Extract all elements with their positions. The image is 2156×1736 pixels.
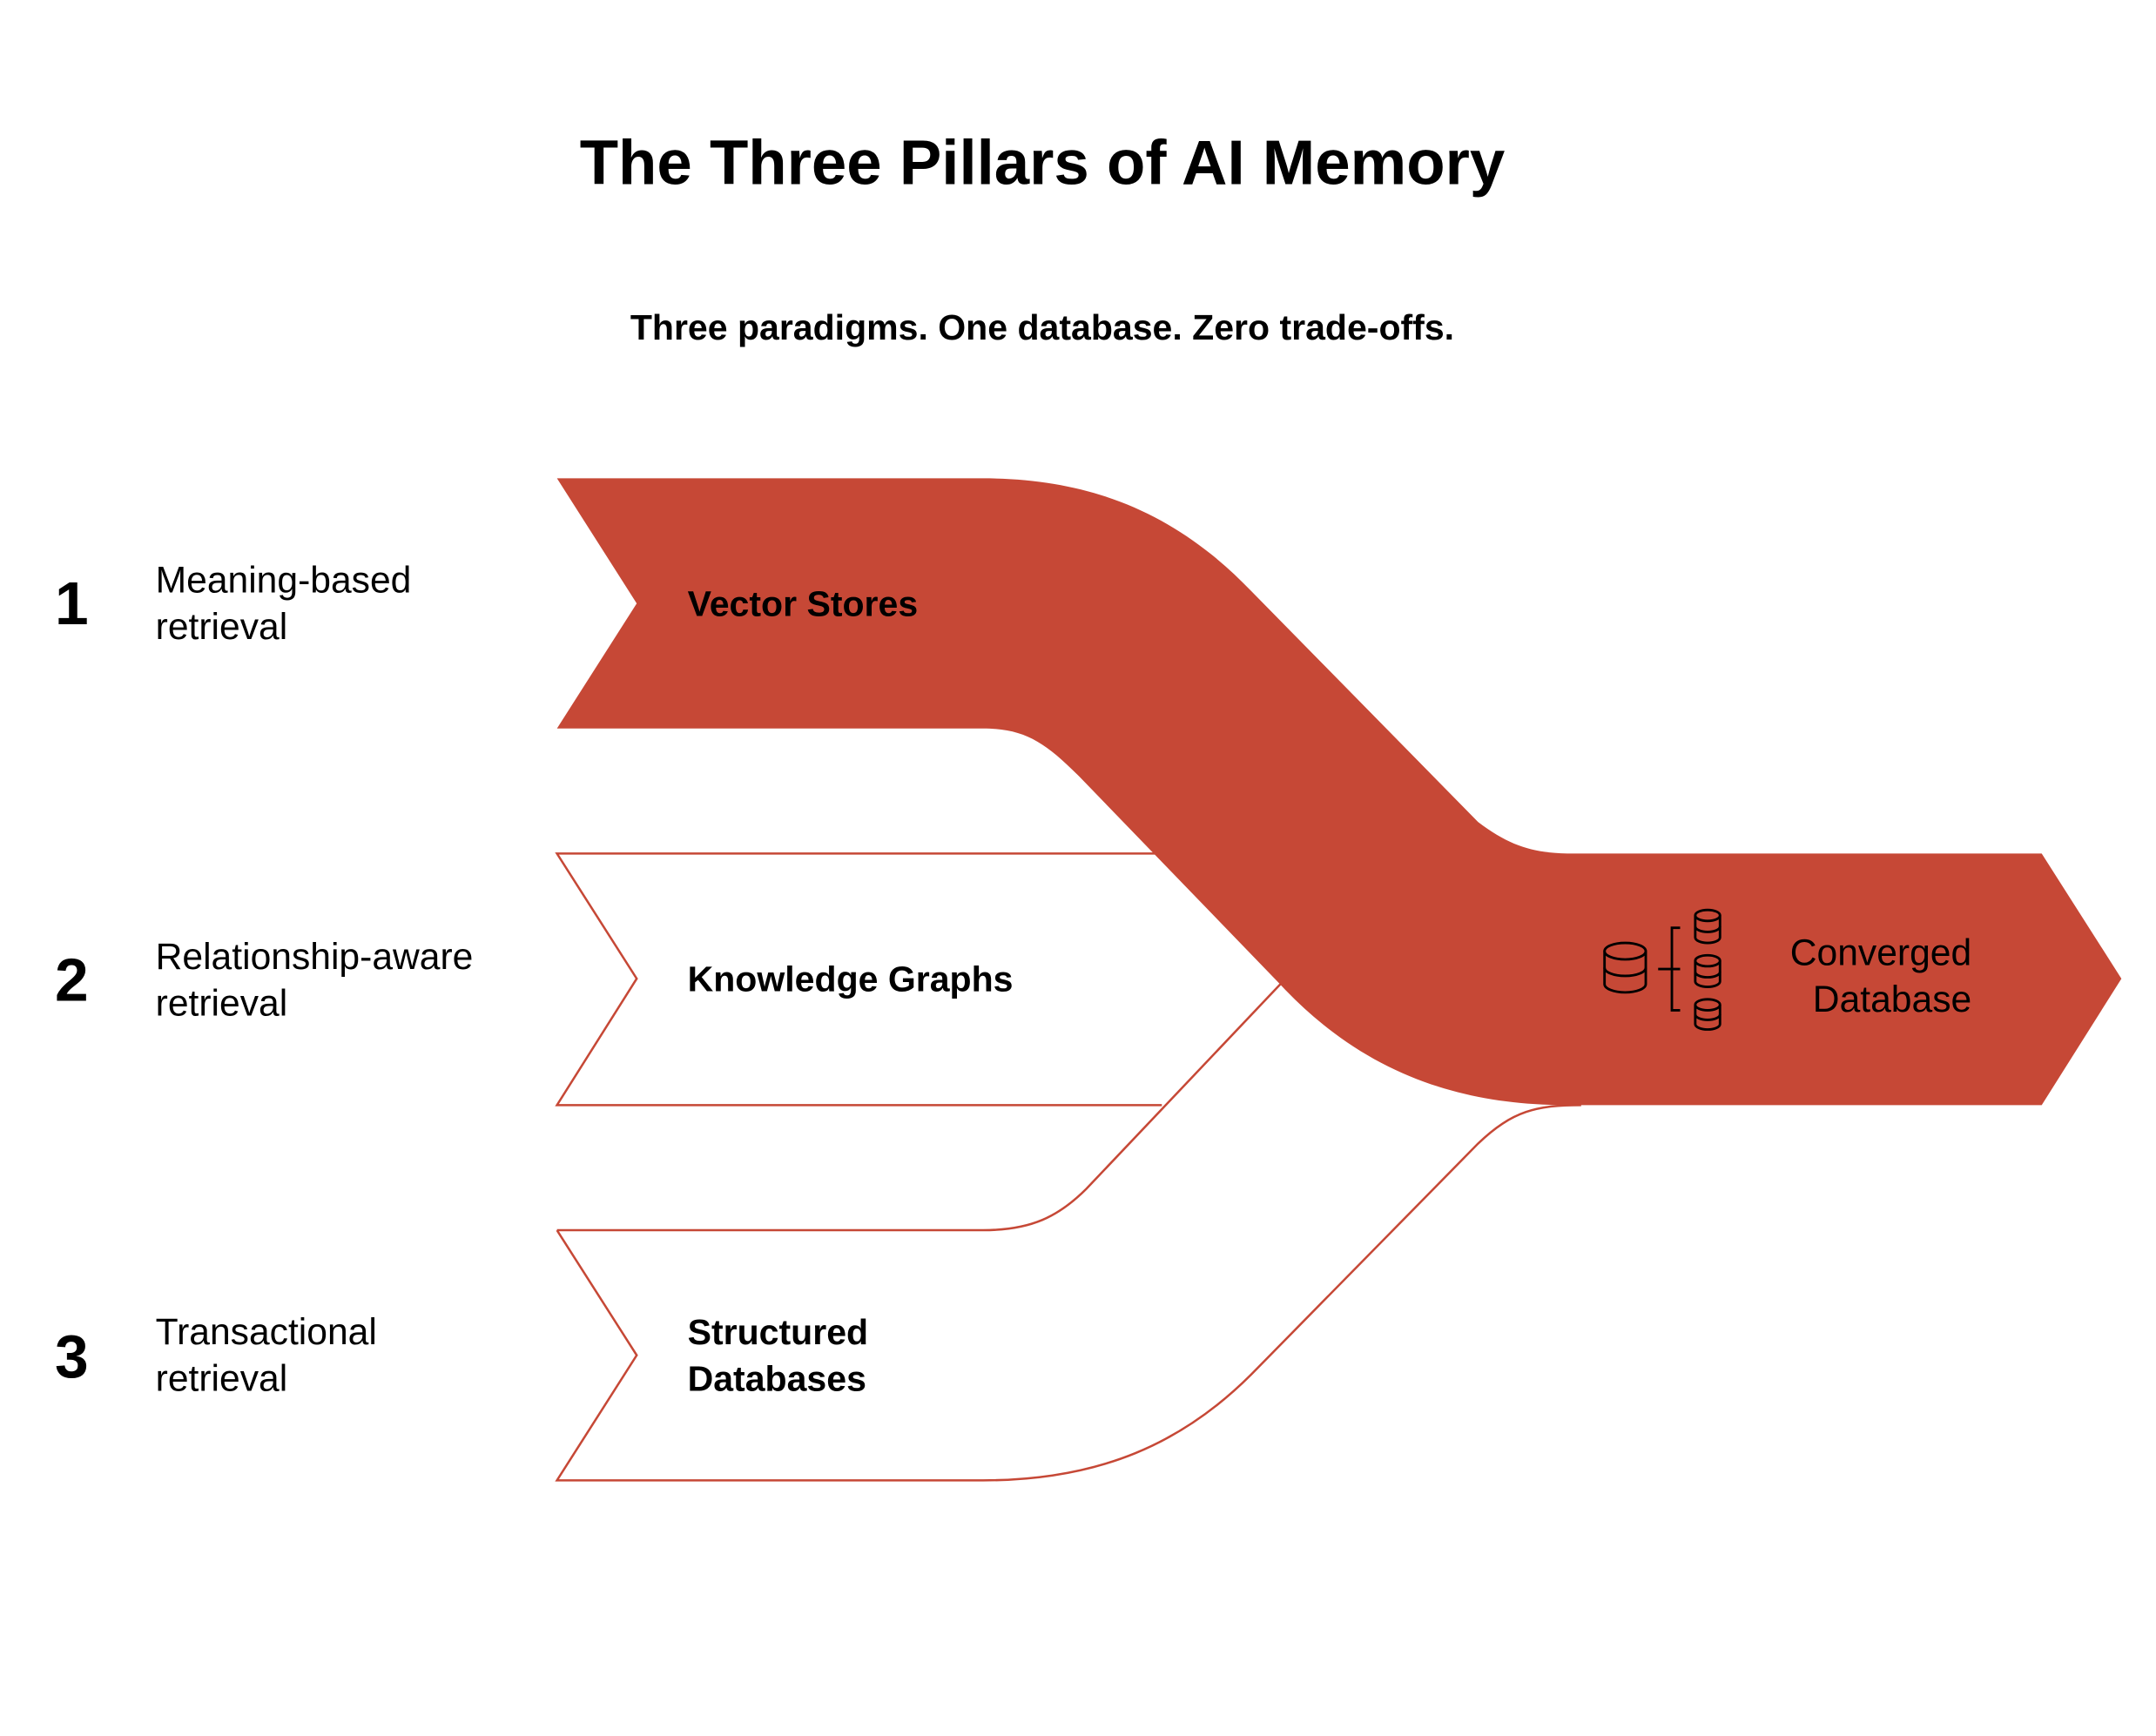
database-cluster-icon	[1603, 908, 1721, 1031]
band-3-outline	[555, 1104, 1581, 1482]
page-title: The Three Pillars of AI Memory	[580, 128, 1506, 198]
pillar-1-description-line2: retrieval	[156, 606, 288, 648]
pillar-2-description-line1: Relationship-aware	[156, 936, 474, 978]
pillar-2-description-line2: retrieval	[156, 983, 288, 1025]
band-label-vector-stores: Vector Stores	[688, 583, 919, 623]
band-label-knowledge-graphs: Knowledge Graphs	[688, 959, 1014, 999]
pillar-3-description-line2: retrieval	[156, 1358, 288, 1400]
band-vector-stores-to-converged	[556, 478, 2122, 1106]
band-label-structured-line2: Databases	[688, 1359, 866, 1399]
band-3-top-edge	[556, 978, 1287, 1232]
pillar-3-description-line1: Transactional	[156, 1311, 377, 1353]
pillar-number-3: 3	[55, 1322, 89, 1390]
band-label-structured-line1: Structured	[688, 1312, 868, 1352]
output-label-line1: Converged	[1790, 932, 1971, 973]
pillar-1-description-line1: Meaning-based	[156, 559, 412, 601]
output-label-line2: Database	[1813, 979, 1971, 1020]
pillar-number-2: 2	[55, 945, 89, 1013]
page-subtitle: Three paradigms. One database. Zero trad…	[630, 307, 1454, 347]
band-2-outline	[555, 852, 1162, 1107]
pillar-number-1: 1	[55, 569, 89, 637]
